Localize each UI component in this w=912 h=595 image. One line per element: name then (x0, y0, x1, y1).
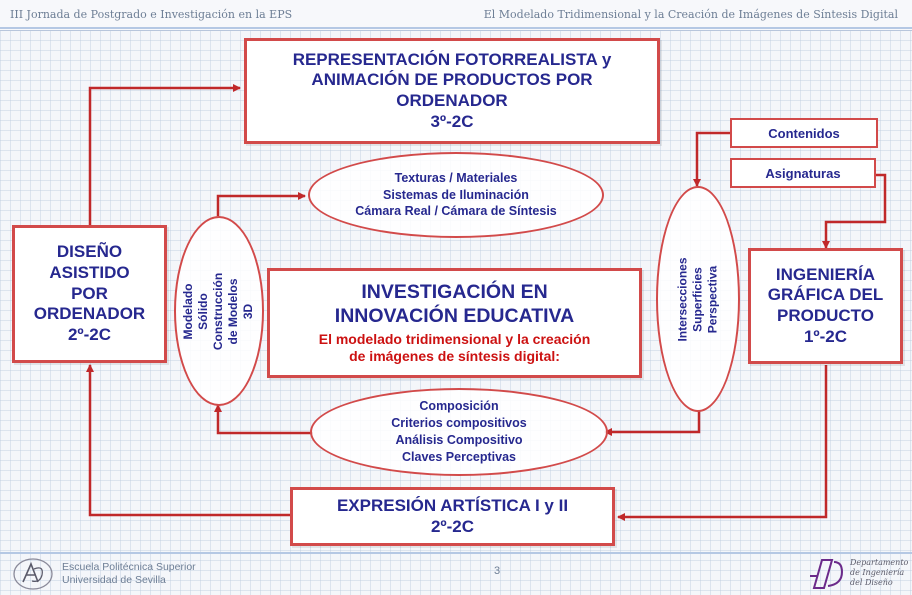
box-ingenieria-grafica: INGENIERÍA GRÁFICA DEL PRODUCTO 1º-2C (748, 248, 903, 364)
ellipse-top-line-3: Cámara Real / Cámara de Síntesis (355, 204, 557, 219)
ellipse-right-line-1: Intersecciones (675, 256, 690, 342)
box-expresion-artistica: EXPRESIÓN ARTÍSTICA I y II 2º-2C (290, 487, 615, 546)
department-logo-icon (810, 559, 844, 589)
tag-contenidos: Contenidos (730, 118, 878, 148)
ellipse-intersecciones (656, 186, 740, 412)
ellipse-left-line-3: Construcción (211, 272, 226, 350)
left-box-line-2: ASISTIDO (49, 262, 130, 282)
arrow-bottom-ellipse-to-left-ellipse (214, 404, 313, 435)
footer-school-text: Escuela Politécnica Superior Universidad… (62, 561, 196, 586)
top-box-line-1: REPRESENTACIÓN FOTORREALISTA y (292, 49, 612, 69)
right-box-line-4: 1º-2C (803, 326, 848, 346)
arrow-left-ellipse-to-top-ellipse (216, 192, 306, 216)
arrow-contenidos-to-ellipse (693, 131, 730, 187)
dept-line-1: Departamento (850, 558, 909, 567)
ellipse-bottom-line-1: Composición (419, 399, 499, 414)
ellipse-bottom-line-2: Criterios compositivos (391, 416, 527, 431)
box-diseno-asistido: DISEÑO ASISTIDO POR ORDENADOR 2º-2C (12, 225, 167, 363)
bottom-box-line-2: 2º-2C (430, 516, 475, 536)
header-right-text: El Modelado Tridimensional y la Creación… (483, 8, 898, 21)
tag-asignaturas: Asignaturas (730, 158, 876, 188)
center-title-line-1: INVESTIGACIÓN EN (361, 281, 548, 304)
footer-rule (0, 552, 912, 554)
right-box-line-2: GRÁFICA DEL (767, 285, 884, 305)
ellipse-left-line-1: Modelado (181, 283, 196, 339)
footer-school-line-2: Universidad de Sevilla (62, 573, 166, 586)
right-box-line-1: INGENIERÍA (775, 264, 876, 284)
school-logo-icon (13, 558, 53, 590)
top-box-line-2: ANIMACIÓN DE PRODUCTOS POR (311, 70, 593, 90)
dept-line-3: del Diseño (850, 578, 893, 587)
left-box-line-5: 2º-2C (67, 325, 112, 345)
right-box-line-3: PRODUCTO (777, 306, 874, 325)
ellipse-top-line-1: Texturas / Materiales (394, 170, 518, 185)
ellipse-modelado-solido (174, 216, 264, 406)
ellipse-left-line-5: 3D (241, 303, 256, 319)
ellipse-right-line-3: Perspectiva (705, 265, 720, 333)
ellipse-right-line-2: Superficies (690, 266, 705, 332)
left-box-line-4: ORDENADOR (33, 304, 146, 324)
top-box-line-3: ORDENADOR (396, 91, 508, 110)
ellipse-left-text-wrap: Modelado Sólido Construcción de Modelos … (174, 216, 264, 406)
left-box-line-3: POR (71, 283, 108, 303)
center-subtitle-line-1: El modelado tridimensional y la creación (318, 330, 591, 347)
center-title-line-2: INNOVACIÓN EDUCATIVA (334, 304, 575, 327)
ellipse-bottom-line-3: Análisis Compositivo (395, 433, 523, 447)
ellipse-left-line-2: Sólido (196, 292, 211, 330)
footer-school-line-1: Escuela Politécnica Superior (62, 561, 196, 573)
arrow-right-ellipse-to-bottom-ellipse (604, 410, 701, 436)
top-box-line-4: 3º-2C (430, 111, 474, 131)
arrow-left-to-top (88, 84, 241, 225)
ellipse-left-line-4: de Modelos (226, 278, 241, 345)
ellipse-texturas-iluminacion: Texturas / Materiales Sistemas de Ilumin… (308, 152, 604, 238)
center-subtitle-line-2: de imágenes de síntesis digital: (349, 347, 560, 364)
box-representacion-fotorrealista: REPRESENTACIÓN FOTORREALISTA y ANIMACIÓN… (244, 38, 660, 144)
ellipse-composicion: Composición Criterios compositivos Análi… (310, 388, 608, 476)
header-left-text: III Jornada de Postgrado e Investigación… (10, 8, 293, 21)
department-logo-text: Departamento de Ingeniería del Diseño (850, 558, 908, 588)
arrow-right-to-bottom (617, 365, 828, 521)
box-investigacion-innovacion: INVESTIGACIÓN EN INNOVACIÓN EDUCATIVA El… (267, 268, 642, 378)
arrow-asignaturas-to-right (822, 173, 887, 249)
header-rule (0, 27, 912, 29)
bottom-box-line-1: EXPRESIÓN ARTÍSTICA I y II (336, 495, 569, 515)
ellipse-top-line-2: Sistemas de Iluminación (383, 187, 529, 202)
ellipse-right-text-wrap: Intersecciones Superficies Perspectiva (656, 186, 740, 412)
slide-header: III Jornada de Postgrado e Investigación… (0, 0, 912, 31)
left-box-line-1: DISEÑO (56, 242, 123, 262)
page-number: 3 (494, 565, 501, 577)
arrow-bottom-to-left (86, 364, 290, 517)
ellipse-bottom-line-4: Claves Perceptivas (402, 449, 516, 464)
dept-line-2: de Ingeniería (850, 568, 905, 577)
